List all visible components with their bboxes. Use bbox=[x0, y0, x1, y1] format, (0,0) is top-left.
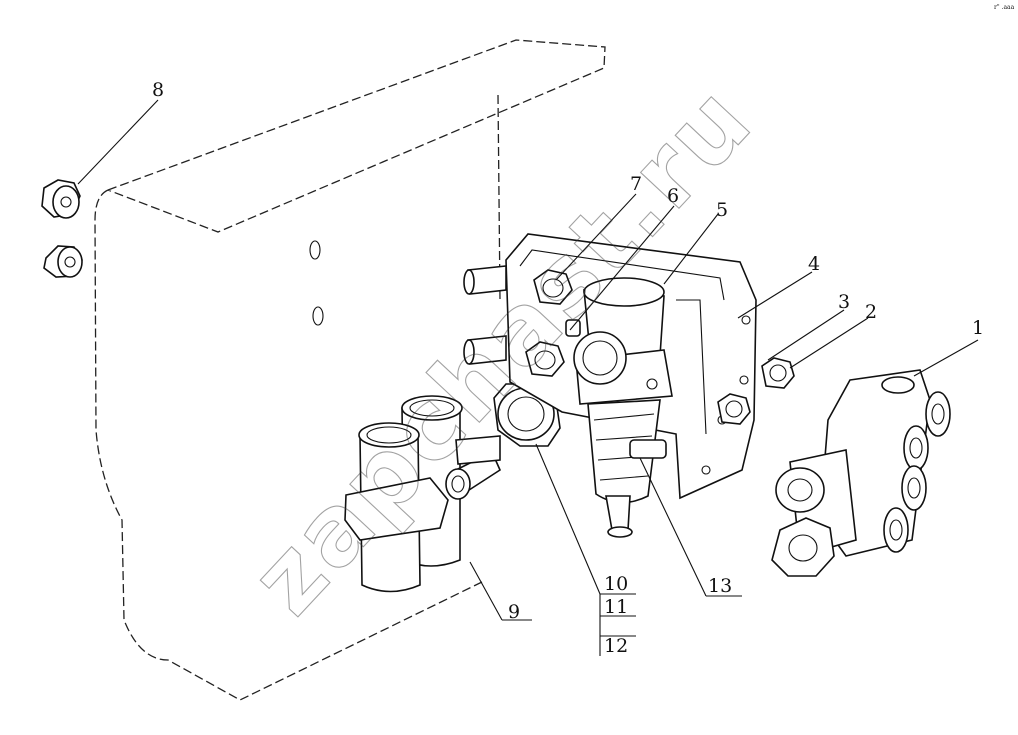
manifold-block-1 bbox=[771, 369, 951, 577]
callout-4: 4 bbox=[808, 253, 820, 275]
callout-3: 3 bbox=[838, 291, 850, 313]
callout-12: 12 bbox=[604, 635, 628, 657]
frame-bracket bbox=[94, 39, 606, 701]
tee-fitting-9 bbox=[344, 395, 502, 593]
callout-6: 6 bbox=[667, 185, 679, 207]
pressure-regulator-5 bbox=[573, 277, 673, 538]
hex-bolt-7 bbox=[533, 269, 573, 305]
callout-1: 1 bbox=[972, 317, 984, 339]
hex-bolt-6 bbox=[525, 319, 581, 377]
callout-11: 11 bbox=[604, 596, 628, 618]
callout-2: 2 bbox=[865, 301, 877, 323]
corner-mark: r" .aaa bbox=[994, 4, 1015, 11]
flange-nut-8-lower bbox=[43, 245, 83, 278]
flange-nut-8-upper bbox=[41, 179, 81, 219]
callout-8: 8 bbox=[152, 79, 164, 101]
callout-10: 10 bbox=[604, 573, 628, 595]
callout-7: 7 bbox=[630, 173, 642, 195]
callout-5: 5 bbox=[716, 199, 728, 221]
hex-nut-2 bbox=[761, 357, 795, 389]
leader-lines bbox=[77, 99, 979, 656]
hex-nut-3 bbox=[717, 393, 751, 425]
callout-13: 13 bbox=[708, 575, 732, 597]
callout-9: 9 bbox=[508, 601, 520, 623]
